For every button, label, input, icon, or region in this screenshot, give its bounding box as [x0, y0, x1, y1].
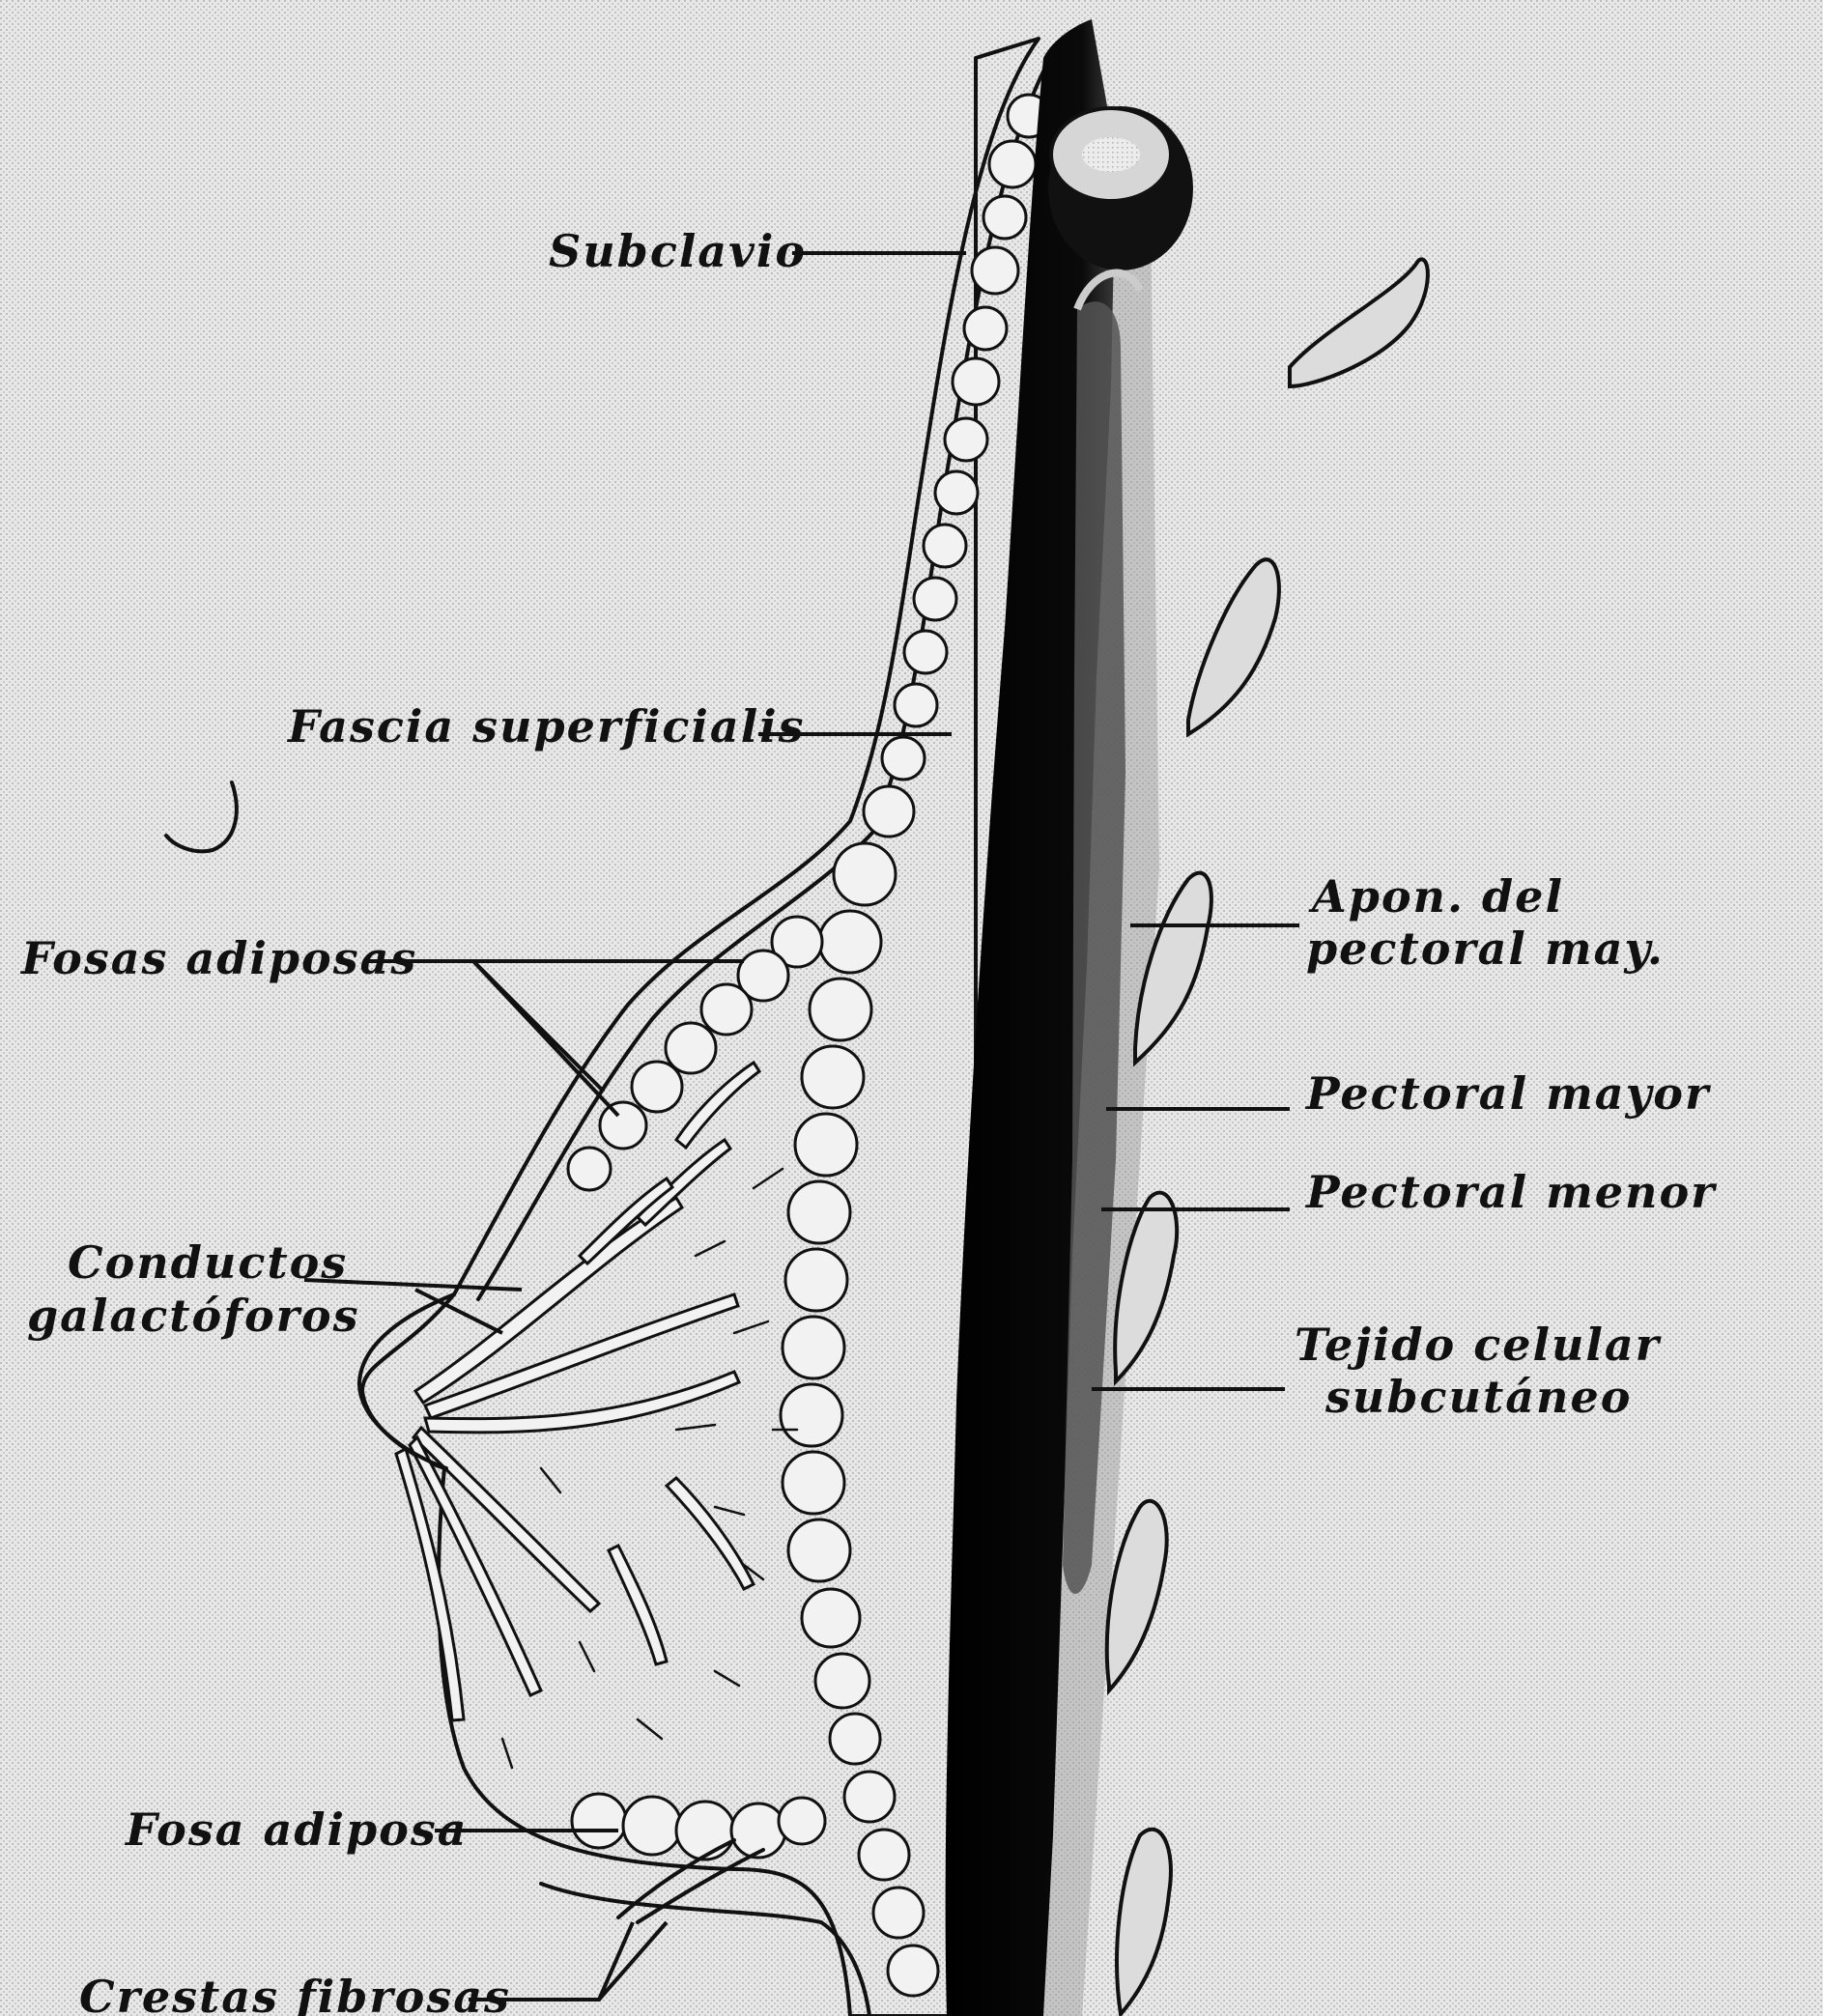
label-fosa-adiposa: Fosa adiposa — [124, 1803, 469, 1856]
label-subclavio: Subclavio — [549, 225, 807, 277]
label-pectoral-menor: Pectoral menor — [1304, 1166, 1718, 1218]
label-fosas-adiposas: Fosas adiposas — [19, 932, 417, 984]
label-pectoral-mayor: Pectoral mayor — [1304, 1067, 1712, 1120]
label-fascia-superficialis: Fascia superficialis — [286, 700, 806, 752]
label-apon-del-line1: Apon. del — [1308, 870, 1564, 923]
label-tejido-line2: subcutáneo — [1325, 1371, 1632, 1423]
label-tejido-line1: Tejido celular — [1295, 1319, 1663, 1371]
label-crestas-fibrosas: Crestas fibrosas — [79, 1971, 511, 2016]
label-apon-del-line2: pectoral may. — [1306, 923, 1665, 975]
label-conductos-line2: galactóforos — [27, 1290, 359, 1342]
label-conductos-line1: Conductos — [68, 1236, 348, 1289]
